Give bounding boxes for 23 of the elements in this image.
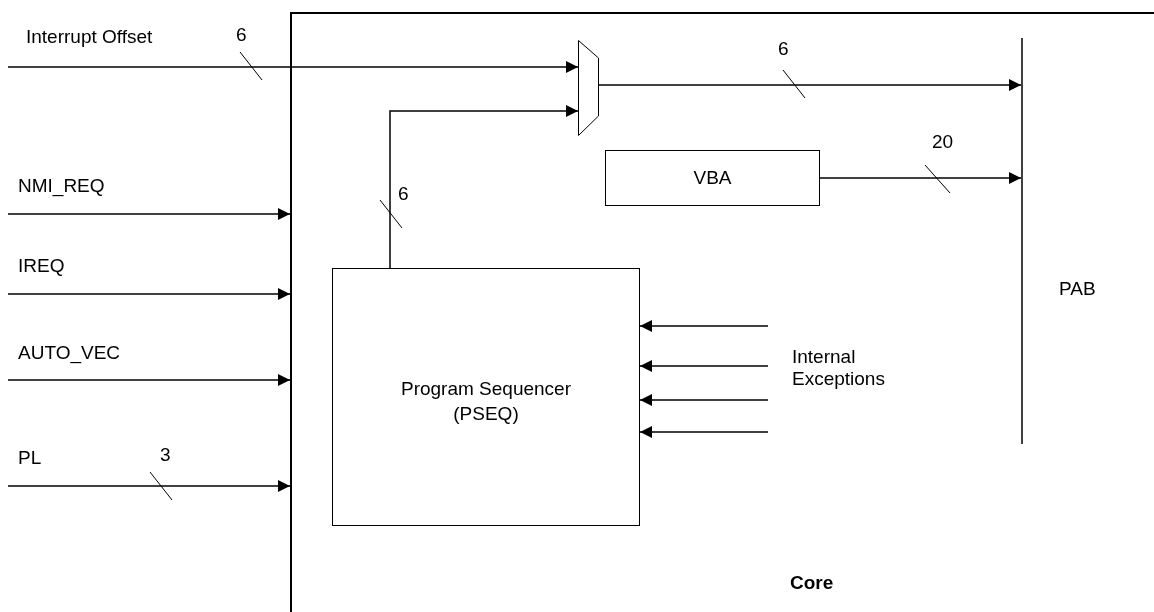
- bus-width-label: 20: [932, 131, 954, 153]
- block-title: Core: [790, 572, 834, 594]
- block-box: Program Sequencer (PSEQ): [332, 268, 640, 526]
- arrow: [639, 360, 769, 372]
- arrow: [7, 61, 579, 73]
- bus-width-label: 6: [236, 24, 247, 46]
- arrow: [639, 320, 769, 332]
- bus-label: PAB: [1059, 278, 1096, 300]
- block-box: VBA: [605, 150, 820, 206]
- arrow: [639, 426, 769, 438]
- arrow: [7, 208, 291, 220]
- arrow: [598, 79, 1022, 91]
- arrow: [819, 172, 1022, 184]
- arrow: [7, 480, 291, 492]
- bus-width-label: 3: [160, 444, 171, 466]
- note-text: Internal Exceptions: [792, 346, 886, 390]
- arrow: [7, 374, 291, 386]
- bus-width-label: 6: [398, 183, 409, 205]
- core-block: [290, 12, 1154, 612]
- arrow: [389, 105, 579, 269]
- arrow: [639, 394, 769, 406]
- bus-width-label: 6: [778, 38, 789, 60]
- arrow: [7, 288, 291, 300]
